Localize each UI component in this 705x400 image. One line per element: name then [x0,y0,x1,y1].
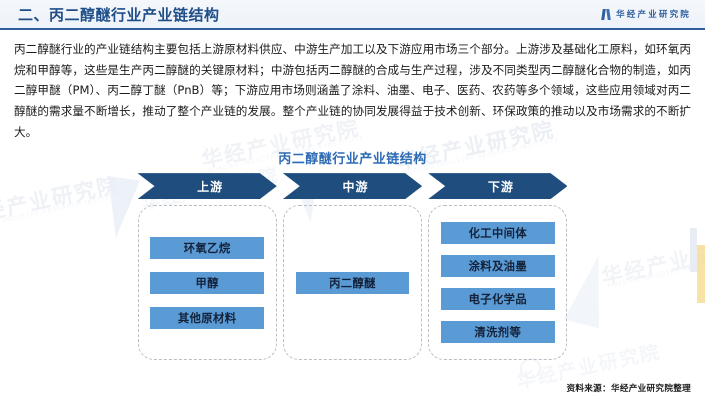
source-note: 资料来源：华经产业研究院整理 [566,384,691,394]
stage-arrow-row: 上游 中游 下游 [138,173,568,199]
list-item: 甲醇 [150,271,265,294]
list-item: 化工中间体 [440,222,555,245]
list-item: 清洗剂等 [440,321,555,344]
list-item: 涂料及油墨 [440,255,555,278]
value-chain-diagram: 丙二醇醚行业产业链结构 上游 中游 下游 环氧乙烷 甲醇 其他原材料 丙二醇醚 … [0,148,705,361]
stage-columns: 环氧乙烷 甲醇 其他原材料 丙二醇醚 化工中间体 涂料及油墨 电子化学品 清洗剂… [137,205,568,361]
stage-arrow-downstream: 下游 [428,173,567,199]
stage-arrow-midstream: 中游 [283,173,422,199]
list-item: 丙二醇醚 [295,271,410,294]
stage-column-downstream: 化工中间体 涂料及油墨 电子化学品 清洗剂等 [428,205,568,361]
stage-arrow-upstream: 上游 [138,173,277,199]
list-item: 环氧乙烷 [150,236,265,259]
body-paragraph: 丙二醇醚行业的产业链结构主要包括上游原材料供应、中游生产加工以及下游应用市场三个… [14,42,691,139]
page-header: 二、丙二醇醚行业产业链结构 华经产业研究院 [0,0,705,30]
watermark-circle-icon [520,358,541,379]
stage-column-upstream: 环氧乙烷 甲醇 其他原材料 [137,205,277,361]
page-title: 二、丙二醇醚行业产业链结构 [18,5,220,24]
stage-column-midstream: 丙二醇醚 [282,205,423,361]
list-item: 电子化学品 [440,288,555,311]
list-item: 其他原材料 [150,306,265,329]
book-mark-icon [602,9,611,20]
chart-title: 丙二醇醚行业产业链结构 [278,152,427,168]
brand-logo: 华经产业研究院 [602,8,691,20]
brand-name: 华经产业研究院 [616,10,691,20]
